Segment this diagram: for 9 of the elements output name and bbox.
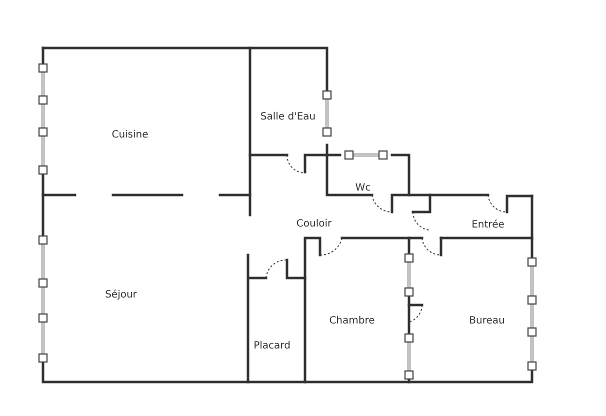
room-label: Séjour: [105, 290, 137, 300]
room-label: Chambre: [329, 316, 375, 326]
room-label: Bureau: [469, 316, 505, 326]
room-label: Couloir: [296, 218, 332, 230]
room-label: Wc: [355, 182, 371, 194]
room-label: Salle d'Eau: [260, 112, 316, 122]
room-label: Cuisine: [112, 130, 148, 140]
room-label: Placard: [254, 340, 290, 352]
room-label: Entrée: [472, 220, 504, 230]
